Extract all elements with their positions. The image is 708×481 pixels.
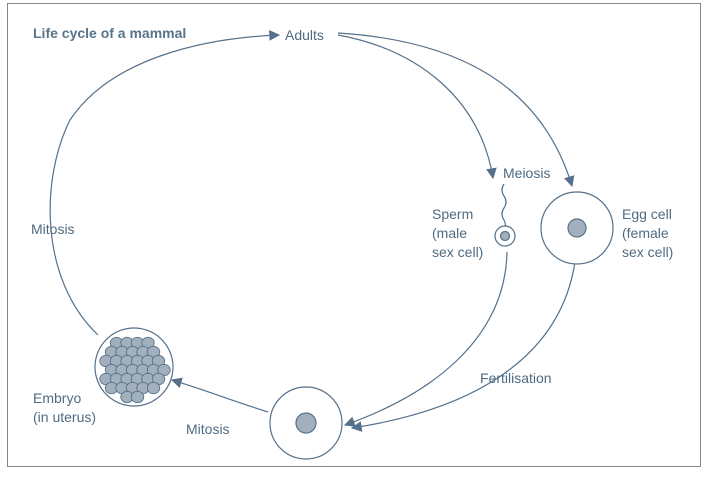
label-meiosis: Meiosis (503, 165, 550, 181)
arrow-adults-to-sperm (337, 34, 497, 180)
embryo-cluster (94, 327, 174, 407)
arrow-embryo-to-adults (49, 29, 281, 336)
label-adults: Adults (285, 27, 324, 43)
label-mitosis-left: Mitosis (31, 221, 75, 237)
embryo-cell (146, 381, 161, 395)
diagram-title: Life cycle of a mammal (33, 25, 186, 41)
label-mitosis-bottom: Mitosis (186, 421, 230, 437)
label-egg-cell: Egg cell (female sex cell) (622, 206, 676, 260)
label-sperm: Sperm (male sex cell) (432, 206, 483, 260)
fertilised-cell (269, 386, 343, 460)
arrow-sperm-to-zygote (343, 251, 508, 427)
embryo-cell (130, 390, 145, 404)
arrow-zygote-to-embryo (170, 377, 269, 413)
sperm-cell (494, 183, 516, 247)
egg-cell (540, 191, 614, 265)
arrow-egg-to-zygote (350, 261, 576, 432)
label-embryo: Embryo (in uterus) (33, 390, 96, 425)
arrow-adults-to-egg (337, 32, 575, 188)
label-fertilisation: Fertilisation (480, 370, 552, 386)
